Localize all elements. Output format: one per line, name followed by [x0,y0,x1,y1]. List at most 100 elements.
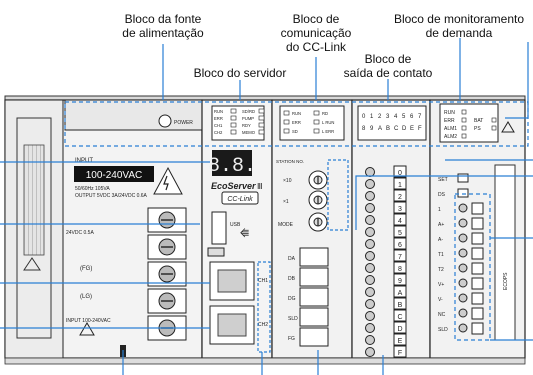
cclink-terminal [300,308,328,326]
contact-terminal-screw [366,240,375,249]
demand-terminal-label: A+ [438,222,444,228]
brand-text: EcoServer [211,181,256,191]
terminal-24vdc-label: 24VDC 0.5A [66,230,94,236]
cclink-led [314,111,319,115]
demand-terminal-screw [459,294,467,302]
demand-terminal-cell [472,248,483,259]
contact-terminal-label: E [398,338,403,345]
eth-ch1-label: CH1 [258,278,268,284]
cclink-led-label: SD [292,129,298,134]
contact-led-label: D [402,126,407,132]
demand-terminal-label: T1 [438,252,444,258]
demand-terminal-cell [472,293,483,304]
cclink-led [284,111,289,115]
contact-output-block-label-line2: saída de contato [336,66,440,80]
contact-terminal-label: 8 [398,266,402,273]
contact-terminal-screw [366,264,375,273]
contact-output-block-label: Bloco de saída de contato [336,52,440,80]
demand-switch[interactable] [458,189,468,197]
demand-led-label: ALM1 [444,126,457,132]
server-led-label: MEMO [242,130,256,135]
server-module: RUNERRCH1CH2SD/RDPUMPRDYMEMO 8.8. EcoSer… [202,100,272,358]
demand-switch[interactable] [458,174,468,182]
cclink-comm-block-label: Bloco de comunicação do CC-Link [266,12,366,54]
cclink-comm-block-label-line2: comunicação [266,26,366,40]
server-led-label: PUMP [242,116,254,121]
contact-terminal-screw [366,228,375,237]
contact-terminal-screw [366,348,375,357]
demand-terminal-cell [472,263,483,274]
demand-terminal-cell [472,233,483,244]
cclink-led [284,120,289,124]
usb-icon: ⭅ [240,228,249,240]
server-led-label: SD/RD [242,109,255,114]
contact-led-label: A [378,126,382,132]
usb-door [212,212,226,244]
contact-led-label: E [410,126,414,132]
power-lamp [159,115,171,127]
power-supply-module: POWER INPUT 100-240VAC 50/60Hz 105VA OUT… [5,100,202,358]
demand-terminal-cell [472,308,483,319]
contact-led-label: C [394,126,399,132]
cclink-led-label: L RUN [322,120,334,125]
contact-terminal-screw [366,288,375,297]
demand-led [492,126,496,130]
cclink-led-label: ERR [292,120,301,125]
terminal-fg-label: (FG) [80,266,92,272]
usb-label: USB [230,222,241,228]
contact-terminal-screw [366,168,375,177]
server-block-label: Bloco do servidor [180,66,300,80]
cclink-terminal-label: DB [288,276,296,282]
contact-terminal-label: A [398,290,403,297]
contact-terminal-label: 6 [398,242,402,249]
voltage-text: 100-240VAC [86,170,143,181]
cclink-led [314,120,319,124]
server-led [231,123,236,127]
demand-terminal-screw [459,219,467,227]
brand-mark: Ⅲ [257,182,263,191]
contact-terminal-label: 5 [398,230,402,237]
power-supply-block-label-line2: de alimentação [100,26,226,40]
demand-terminal-label: V+ [438,282,444,288]
cclink-led [314,129,319,133]
server-led-label: CH1 [214,123,223,128]
demand-led [462,134,466,138]
demand-led-label: BAT [474,118,483,124]
contact-terminal-label: 9 [398,278,402,285]
server-led [231,109,236,113]
input-spec-line2: 50/60Hz 105VA [75,186,110,192]
cclink-led-label: RD [322,111,328,116]
server-led [231,130,236,134]
demand-terminal-screw [459,324,467,332]
station-no-label: STATION NO. [276,159,304,164]
contact-terminal-label: 4 [398,218,402,225]
cclink-terminal-label: DA [288,256,296,262]
cclink-terminal-label: SLD [288,316,298,322]
cclink-terminal [300,248,328,266]
cclink-logo-text: CC-Link [227,196,253,203]
demand-terminal-label: SLD [438,327,448,333]
demand-terminal-label: SET [438,177,448,183]
server-led [259,109,264,113]
contact-terminal-screw [366,336,375,345]
demand-led-label: ALM2 [444,134,457,140]
contact-terminal-screw [366,276,375,285]
demand-terminal-screw [459,204,467,212]
cclink-terminal [300,268,328,286]
contact-terminal-screw [366,312,375,321]
demand-terminal-cell [472,218,483,229]
contact-terminal-label: 7 [398,254,402,261]
cclink-comm-block-label-line1: Bloco de [266,12,366,26]
demand-terminal-label: T2 [438,267,444,273]
cclink-terminal [300,328,328,346]
bottom-rail [5,358,525,364]
contact-terminal-screw [366,252,375,261]
demand-terminal-cell [472,323,483,334]
terminal-lg-label: (LG) [80,294,92,300]
demand-terminal-label: NC [438,312,446,318]
